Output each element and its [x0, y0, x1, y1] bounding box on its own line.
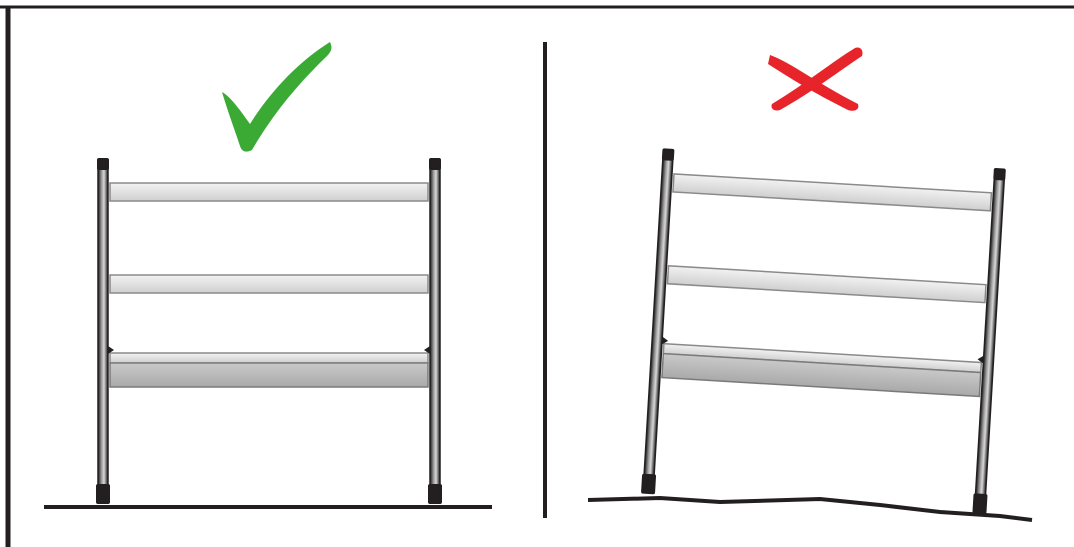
uneven-ground-line — [587, 495, 1033, 522]
level-shelving-unit — [96, 158, 442, 504]
left-post-foot — [641, 473, 657, 495]
check-icon — [222, 42, 332, 152]
right-bracket-clip — [977, 355, 984, 364]
right-upright-post — [973, 177, 1006, 511]
right-post-cap — [993, 168, 1006, 181]
left-bracket-clip — [108, 346, 114, 354]
left-post-cap — [97, 158, 109, 170]
left-upright-post — [97, 167, 109, 501]
left-upright-post — [642, 157, 674, 492]
bottom-shelf-front — [661, 352, 982, 398]
middle-shelf — [666, 264, 987, 304]
middle-shelf — [109, 274, 429, 294]
right-post-cap — [429, 158, 441, 170]
top-shelf — [109, 182, 429, 202]
right-post-foot — [972, 493, 988, 514]
right-upright-post — [429, 167, 441, 501]
bottom-shelf-top — [109, 352, 429, 364]
left-post-cap — [661, 148, 675, 161]
right-bracket-clip — [424, 346, 430, 354]
right-post-foot — [428, 484, 442, 504]
incorrect-panel — [587, 47, 1033, 522]
tilted-shelving-unit — [641, 148, 1006, 514]
left-post-foot — [96, 484, 110, 504]
correct-panel — [44, 42, 492, 509]
bottom-shelf-front — [109, 362, 429, 388]
cross-icon — [768, 47, 863, 111]
left-bracket-clip — [661, 336, 669, 345]
top-shelf — [672, 173, 993, 212]
